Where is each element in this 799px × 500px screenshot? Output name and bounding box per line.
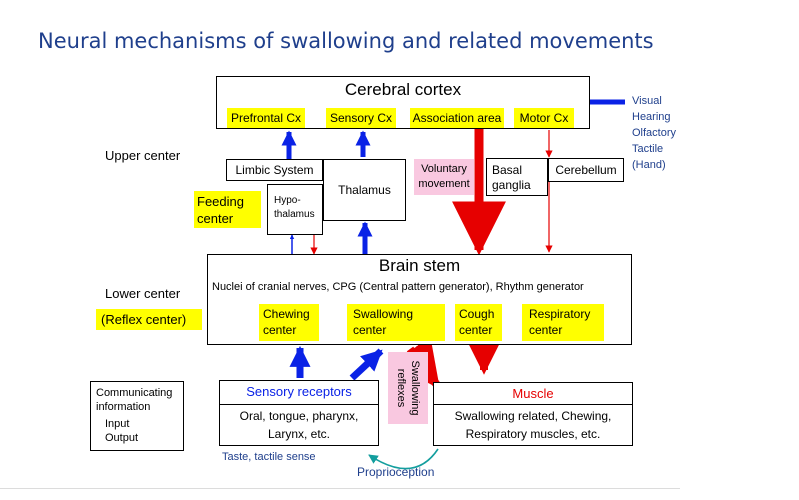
sense-hand: (Hand) bbox=[632, 159, 666, 171]
swallowing-center-label: Swallowing center bbox=[347, 304, 445, 341]
legend-line-2: information bbox=[96, 401, 151, 413]
brain-stem-subtitle: Nuclei of cranial nerves, CPG (Central p… bbox=[212, 281, 584, 293]
sense-hearing: Hearing bbox=[632, 111, 671, 123]
sensory-cx-label: Sensory Cx bbox=[326, 108, 396, 128]
muscle-line-1: Swallowing related, Chewing, bbox=[454, 409, 612, 423]
proprioception-label: Proprioception bbox=[357, 465, 435, 479]
swallowing-reflexes-label: Swallowing reflexes bbox=[388, 352, 428, 424]
legend-line-1: Communicating bbox=[96, 387, 173, 399]
cerebral-cortex-title: Cerebral cortex bbox=[344, 80, 462, 99]
voluntary-movement-label: Voluntary movement bbox=[414, 159, 474, 195]
page-title: Neural mechanisms of swallowing and rela… bbox=[38, 29, 654, 53]
reflex-center-label: (Reflex center) bbox=[96, 309, 202, 330]
sense-visual: Visual bbox=[632, 95, 662, 107]
feeding-center-label: Feeding center bbox=[194, 191, 261, 228]
legend-output-label: Output bbox=[105, 432, 139, 444]
motor-cx-label: Motor Cx bbox=[514, 108, 574, 128]
sensory-receptors-line-1: Oral, tongue, pharynx, bbox=[239, 409, 359, 423]
legend-box: Communicating information Input Output bbox=[90, 381, 184, 451]
sensory-receptors-line-2: Larynx, etc. bbox=[267, 427, 331, 441]
sense-tactile: Tactile bbox=[632, 143, 664, 155]
sensory-receptors-title: Sensory receptors bbox=[220, 384, 378, 405]
taste-label: Taste, tactile sense bbox=[222, 451, 316, 463]
hypothalamus-box: Hypo- thalamus bbox=[267, 184, 323, 235]
thalamus-box: Thalamus bbox=[323, 159, 406, 221]
receptors-to-swallowing-arrow bbox=[349, 348, 384, 381]
sense-olfactory: Olfactory bbox=[632, 127, 677, 139]
muscle-box: Muscle Swallowing related, Chewing, Resp… bbox=[433, 382, 633, 446]
proprioception-arrow bbox=[368, 448, 439, 470]
upper-center-label: Upper center bbox=[105, 148, 181, 163]
muscle-line-2: Respiratory muscles, etc. bbox=[465, 427, 601, 441]
basal-ganglia-box: Basal ganglia bbox=[486, 158, 548, 196]
bottom-divider bbox=[0, 488, 680, 489]
limbic-system-box: Limbic System bbox=[226, 159, 323, 181]
brain-stem-title: Brain stem bbox=[378, 256, 461, 275]
sensory-receptors-box: Sensory receptors Oral, tongue, pharynx,… bbox=[219, 380, 379, 446]
association-area-label: Association area bbox=[410, 108, 504, 128]
cough-center-label: Cough center bbox=[455, 304, 502, 341]
respiratory-center-label: Respiratory center bbox=[522, 304, 604, 341]
lower-center-label: Lower center bbox=[105, 286, 181, 301]
legend-input-label: Input bbox=[105, 418, 130, 430]
muscle-title: Muscle bbox=[434, 386, 632, 405]
prefrontal-cx-label: Prefrontal Cx bbox=[227, 108, 305, 128]
cerebellum-box: Cerebellum bbox=[548, 158, 624, 182]
senses-list: Visual Hearing Olfactory Tactile (Hand) bbox=[632, 93, 676, 173]
chewing-center-label: Chewing center bbox=[259, 304, 319, 341]
